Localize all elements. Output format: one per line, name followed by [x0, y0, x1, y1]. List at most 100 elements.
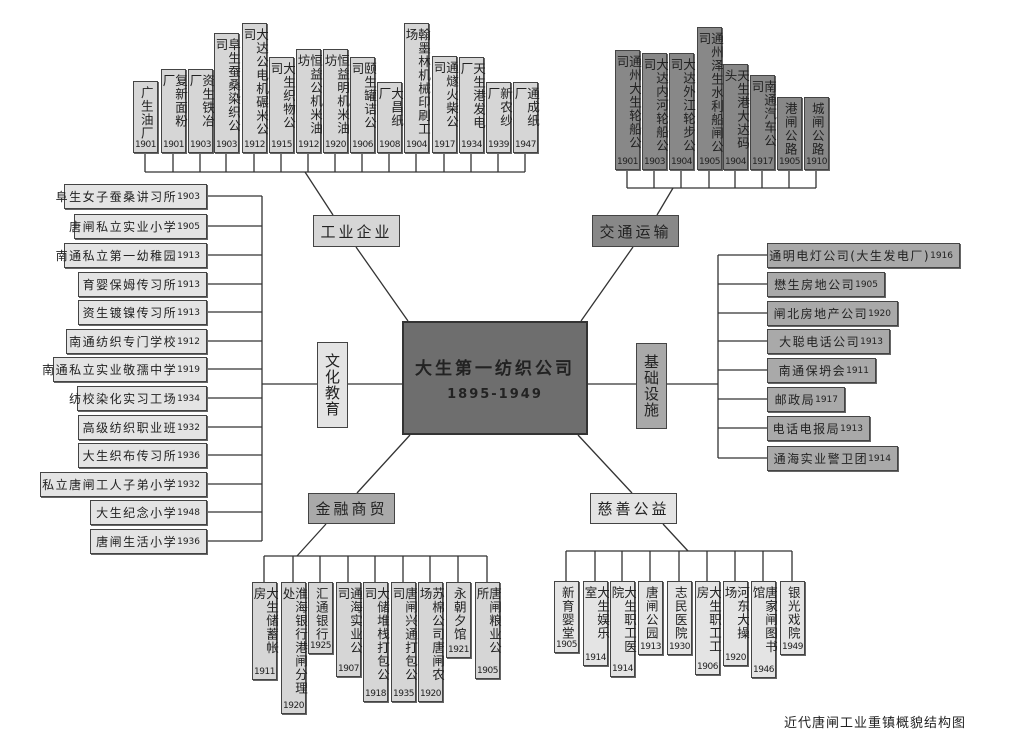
- node-year: 1906: [697, 662, 718, 672]
- node-finance-item: 淮海银行港闸分理处 1920: [280, 582, 309, 714]
- node-name: 恒益明机米油坊: [322, 54, 351, 135]
- node-year: 1911: [254, 667, 275, 677]
- node-year: 1914: [612, 664, 633, 674]
- node-name: 淮海银行港闸分理处: [280, 587, 309, 695]
- node-year: 1932: [177, 422, 200, 433]
- connector-line: [580, 246, 634, 322]
- node-year: 1920: [283, 701, 304, 711]
- node-name: 苏棉公司唐闸农场: [417, 587, 446, 682]
- node-year: 1904: [671, 157, 692, 167]
- node-year: 1912: [244, 140, 265, 150]
- node-name: 南通私立实业敬孺中学: [42, 363, 178, 377]
- connector-line: [656, 187, 674, 216]
- node-name: 广生油厂: [138, 86, 154, 140]
- node-year: 1903: [177, 191, 200, 202]
- category-industry: 工业企业: [313, 215, 400, 247]
- center-title: 大生第一纺织公司: [415, 359, 575, 379]
- node-year: 1901: [135, 140, 156, 150]
- node-year: 1905: [855, 279, 878, 290]
- node-name: 资生镀镍传习所: [82, 306, 178, 320]
- node-industry-item: 通成纸厂 1947: [512, 82, 541, 153]
- node-year: 1913: [177, 307, 200, 318]
- node-name: 河东大操场: [722, 586, 751, 640]
- node-name: 永朝夕馆: [451, 587, 467, 641]
- node-name: 颐生罐诘公司: [349, 62, 378, 130]
- node-name: 天生港大达码头: [722, 69, 751, 150]
- node-year: 1905: [477, 666, 498, 676]
- node-year: 1914: [868, 453, 891, 464]
- node-finance-item: 唐闸粮业公所 1905: [474, 582, 503, 679]
- node-name: 大生纪念小学: [96, 506, 178, 520]
- connector-line: [296, 523, 327, 557]
- node-year: 1925: [310, 641, 331, 651]
- connector-line: [356, 434, 411, 494]
- node-name: 翰墨林机械印刷工场: [403, 28, 432, 136]
- node-finance-item: 永朝夕馆 1921: [446, 582, 471, 658]
- node-name: 唐闸生活小学: [96, 535, 178, 549]
- node-name: 唐闸粮业公所: [474, 587, 503, 655]
- node-name: 大生织布传习所: [82, 449, 178, 463]
- node-year: 1947: [515, 140, 536, 150]
- node-year: 1920: [868, 308, 891, 319]
- node-year: 1917: [434, 140, 455, 150]
- node-year: 1903: [644, 157, 665, 167]
- node-year: 1921: [448, 645, 469, 655]
- node-year: 1903: [190, 140, 211, 150]
- node-year: 1914: [585, 653, 606, 663]
- node-year: 1920: [420, 689, 441, 699]
- node-year: 1911: [846, 365, 869, 376]
- node-name: 大生职工工房: [694, 586, 723, 654]
- connector-line: [355, 246, 409, 322]
- node-year: 1913: [640, 642, 661, 652]
- diagram-caption: 近代唐闸工业重镇概貌结构图: [784, 716, 967, 731]
- node-year: 1905: [556, 640, 577, 650]
- node-year: 1908: [379, 140, 400, 150]
- node-year: 1905: [699, 157, 720, 167]
- node-name: 大昌纸厂: [376, 87, 405, 128]
- node-year: 1919: [177, 364, 200, 375]
- node-name: 通海实业公司: [335, 587, 364, 655]
- node-year: 1913: [840, 423, 863, 434]
- category-education: 文化教育: [317, 342, 348, 428]
- node-name: 闸北房地产公司: [773, 307, 869, 321]
- node-year: 1948: [177, 507, 200, 518]
- node-name: 汇通银行: [313, 587, 329, 641]
- node-year: 1946: [753, 665, 774, 675]
- category-finance: 金融商贸: [308, 493, 395, 524]
- node-name: 通州泽生水利船闸公司: [696, 32, 725, 154]
- node-year: 1901: [163, 140, 184, 150]
- node-year: 1917: [752, 157, 773, 167]
- connector-line: [662, 523, 689, 552]
- node-name: 通成纸厂: [512, 87, 541, 128]
- node-name: 阜生女子蚕桑讲习所: [55, 190, 178, 204]
- node-name: 南通汽车公司: [749, 80, 778, 148]
- node-name: 新育婴堂: [559, 586, 575, 640]
- node-name: 懋生房地公司: [774, 278, 856, 292]
- node-year: 1918: [365, 689, 386, 699]
- node-finance-item: 苏棉公司唐闸农场 1920: [417, 582, 446, 702]
- node-name: 新农纱厂: [485, 87, 514, 128]
